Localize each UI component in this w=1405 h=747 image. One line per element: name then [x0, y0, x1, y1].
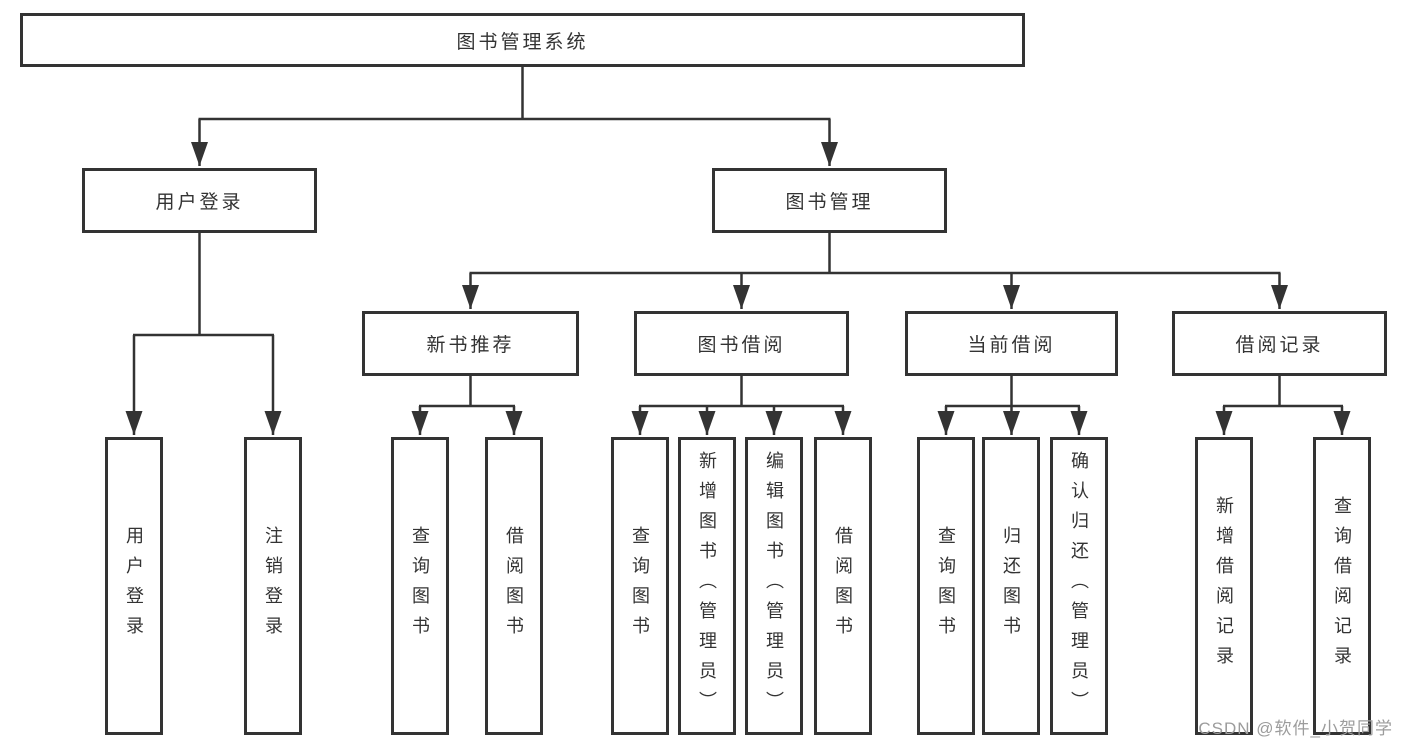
node-book-management: 图书管理 [712, 168, 947, 233]
leaf-borrow-borrow-books: 借阅图书 [814, 437, 872, 735]
leaf-borrow-edit-books-admin: 编辑图书（管理员） [745, 437, 803, 735]
leaf-records-query-record: 查询借阅记录 [1313, 437, 1371, 735]
leaf-current-query-books: 查询图书 [917, 437, 975, 735]
node-current-borrowing: 当前借阅 [905, 311, 1118, 376]
leaf-current-confirm-return-admin: 确认归还（管理员） [1050, 437, 1108, 735]
node-borrow-records: 借阅记录 [1172, 311, 1387, 376]
node-book-borrowing: 图书借阅 [634, 311, 849, 376]
node-root: 图书管理系统 [20, 13, 1025, 67]
leaf-newrec-borrow-books: 借阅图书 [485, 437, 543, 735]
csdn-watermark: CSDN @软件_小贺同学 [1198, 719, 1393, 738]
leaf-logout-login: 注销登录 [244, 437, 302, 735]
node-user-login: 用户登录 [82, 168, 317, 233]
leaf-current-return-books: 归还图书 [982, 437, 1040, 735]
leaf-user-login: 用户登录 [105, 437, 163, 735]
leaf-records-add-record: 新增借阅记录 [1195, 437, 1253, 735]
node-new-book-recommend: 新书推荐 [362, 311, 579, 376]
leaf-borrow-query-books: 查询图书 [611, 437, 669, 735]
leaf-newrec-query-books: 查询图书 [391, 437, 449, 735]
leaf-borrow-add-books-admin: 新增图书（管理员） [678, 437, 736, 735]
